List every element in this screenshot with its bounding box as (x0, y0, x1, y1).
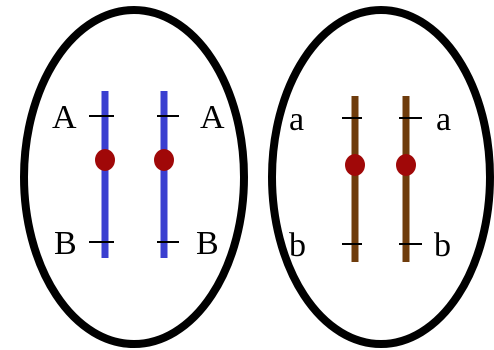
left-centromere-1 (95, 149, 115, 171)
cell-left-membrane (20, 6, 248, 348)
left-label-upper-left: A (52, 99, 77, 136)
right-label-lower-left: b (289, 227, 306, 264)
left-label-lower-left: B (54, 225, 77, 262)
cell-right: a a b b (268, 6, 494, 348)
left-label-upper-right: A (200, 99, 225, 136)
right-label-upper-right: a (436, 101, 451, 138)
cell-right-membrane (268, 6, 494, 348)
cell-left: A A B B (20, 6, 248, 348)
right-label-lower-right: b (434, 227, 451, 264)
right-label-upper-left: a (289, 101, 304, 138)
left-label-lower-right: B (196, 225, 219, 262)
right-centromere-2 (396, 154, 416, 176)
left-centromere-2 (154, 149, 174, 171)
right-centromere-1 (345, 154, 365, 176)
